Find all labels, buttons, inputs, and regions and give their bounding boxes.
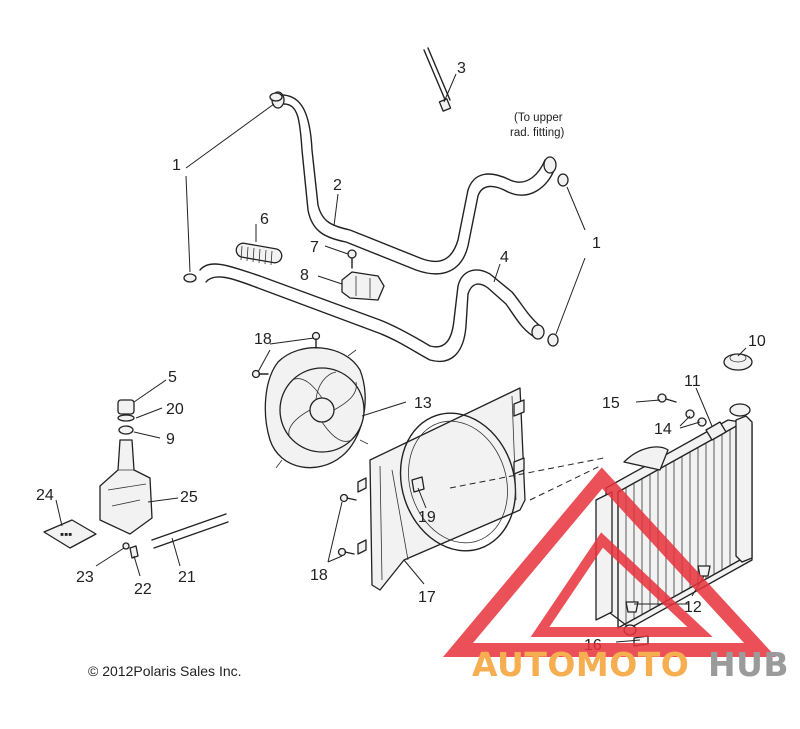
- radiator-cap: [723, 353, 753, 371]
- callout-1-left: 1: [172, 157, 181, 174]
- callout-10: 10: [748, 333, 766, 350]
- callout-numbers: 1 1 2 3 4 5 6 7 8 9 10 11 12 13 14 15 16…: [36, 60, 766, 654]
- shroud-screw-lower: [337, 547, 355, 557]
- callout-5: 5: [168, 369, 177, 386]
- callout-18-upper: 18: [254, 331, 272, 348]
- lower-coolant-hose: [199, 263, 545, 362]
- hose-clamp-23: [122, 542, 130, 550]
- fan-screw-upper: [311, 331, 321, 349]
- callout-7: 7: [310, 239, 319, 256]
- hose-bracket: [341, 271, 385, 301]
- callout-25: 25: [180, 489, 198, 506]
- callout-2: 2: [333, 177, 342, 194]
- callout-11: 11: [684, 373, 701, 390]
- callout-19: 19: [418, 509, 436, 526]
- callout-8: 8: [300, 267, 309, 284]
- grommets-14: [685, 409, 707, 427]
- callout-6: 6: [260, 211, 269, 228]
- bolt-15: [657, 393, 677, 403]
- callout-9: 9: [166, 431, 175, 448]
- callout-18-lower: 18: [310, 567, 328, 584]
- cooling-fan: [264, 347, 369, 469]
- radiator-alignment-dash-2: [529, 465, 601, 501]
- callout-14: 14: [654, 421, 672, 438]
- watermark-text-hub: HUB: [708, 645, 789, 684]
- cable-tie: [423, 47, 452, 112]
- fan-screw-left: [251, 369, 269, 379]
- callout-22: 22: [134, 581, 152, 598]
- callout-24: 24: [36, 487, 54, 504]
- fitting-22: [129, 545, 139, 559]
- upper-fitting-note-line1: (To upper: [514, 112, 563, 124]
- radiator-alignment-dash: [449, 457, 605, 489]
- callout-23: 23: [76, 569, 94, 586]
- shroud-clip: [411, 476, 425, 493]
- shroud-screw-upper: [339, 493, 357, 503]
- overflow-hose: [151, 513, 229, 549]
- reservoir-cap: [117, 399, 135, 415]
- svg-text:▪▪▪: ▪▪▪: [60, 529, 72, 541]
- callout-21: 21: [178, 569, 196, 586]
- hose-clamp-top-left: [269, 92, 283, 102]
- callout-3: 3: [457, 60, 466, 77]
- callout-1-right: 1: [592, 235, 601, 252]
- reservoir-o-ring: [117, 414, 135, 422]
- hose-clamp-top-right: [557, 173, 569, 187]
- reservoir-bracket: ▪▪▪: [43, 519, 97, 549]
- copyright-text: © 2012Polaris Sales Inc.: [88, 663, 242, 679]
- radiator: [595, 415, 753, 629]
- screw-7: [347, 249, 357, 269]
- upper-fitting-note-line2: rad. fitting): [510, 127, 564, 139]
- watermark-text-automoto: AUTOMOTO: [472, 645, 689, 684]
- radiator-filler-neck: [729, 403, 751, 417]
- callout-20: 20: [166, 401, 184, 418]
- callout-17: 17: [418, 589, 436, 606]
- hose-clamp-bottom-left: [183, 273, 197, 283]
- callout-13: 13: [414, 395, 432, 412]
- coolant-reservoir: [99, 439, 153, 535]
- hose-clamp-bottom-right: [547, 333, 559, 347]
- callout-4: 4: [500, 249, 509, 266]
- watermark-triangle-outer: [443, 467, 776, 657]
- fan-shroud: [357, 387, 526, 591]
- hose-sleeve: [235, 242, 283, 266]
- callout-12: 12: [684, 599, 702, 616]
- reservoir-neck-9: [118, 425, 134, 435]
- callout-15: 15: [602, 395, 620, 412]
- automotohub-watermark: AUTOMOTO HUB: [443, 467, 789, 684]
- watermark-triangle-inner: [530, 532, 713, 637]
